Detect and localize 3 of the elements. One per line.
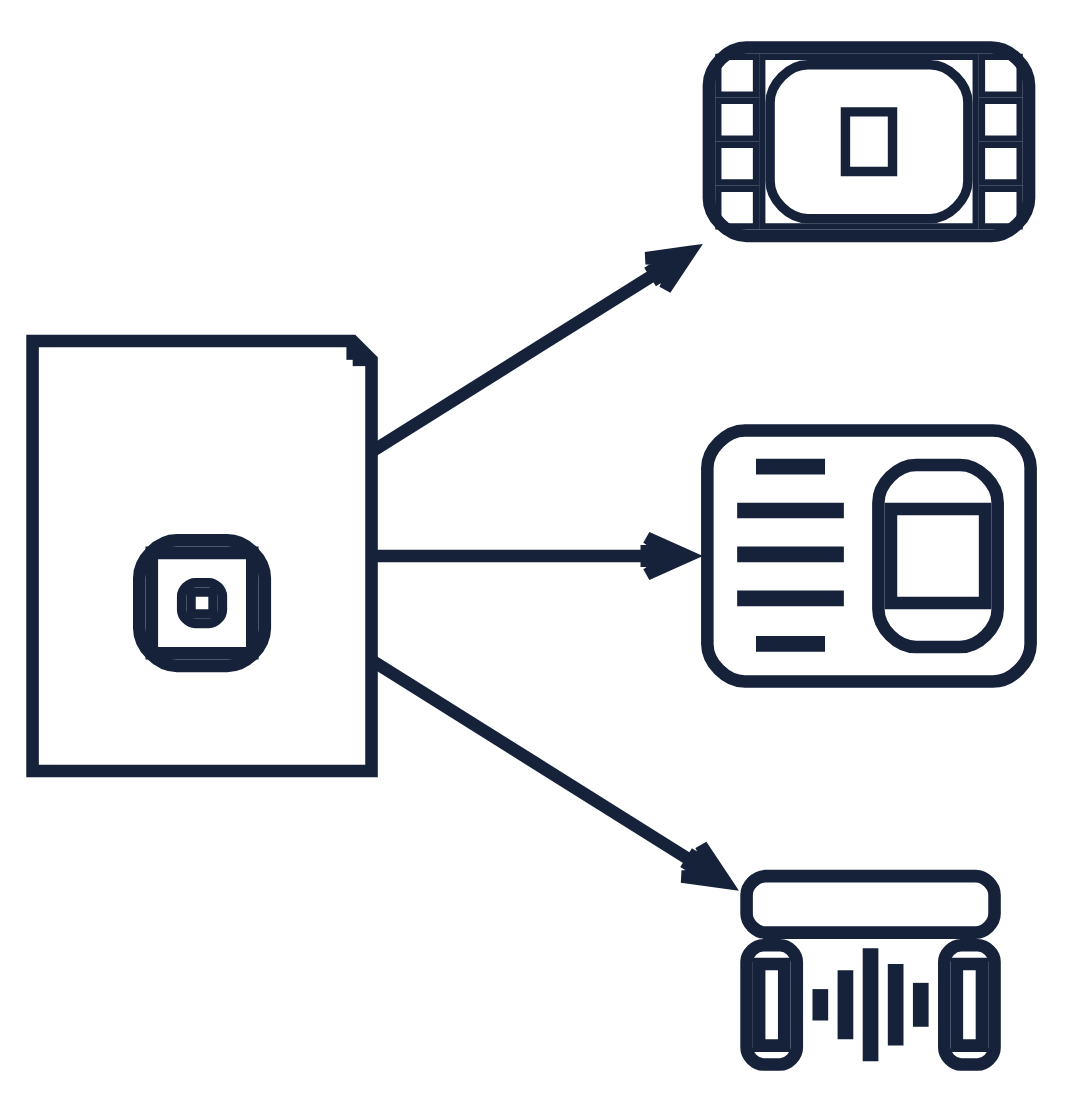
node-picture <box>25 334 377 778</box>
node-picture <box>701 41 1035 243</box>
node-picture <box>700 424 1036 688</box>
